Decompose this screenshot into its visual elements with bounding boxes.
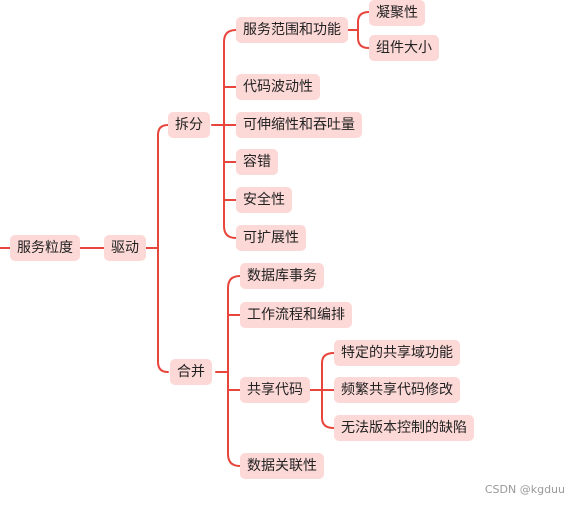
node-service-scope[interactable]: 服务范围和功能 (236, 17, 348, 43)
node-split[interactable]: 拆分 (168, 112, 210, 138)
node-security[interactable]: 安全性 (236, 187, 292, 213)
node-root-service-granularity[interactable]: 服务粒度 (10, 235, 80, 261)
node-extensibility[interactable]: 可扩展性 (236, 225, 306, 251)
node-shared-code[interactable]: 共享代码 (240, 377, 310, 403)
node-database-transactions[interactable]: 数据库事务 (240, 263, 324, 289)
node-scalability-throughput[interactable]: 可伸缩性和吞吐量 (236, 112, 362, 138)
node-frequent-shared-changes[interactable]: 频繁共享代码修改 (334, 377, 460, 403)
node-component-size[interactable]: 组件大小 (369, 35, 439, 61)
watermark: CSDN @kgduu (484, 483, 565, 496)
node-cohesion[interactable]: 凝聚性 (369, 0, 425, 26)
node-workflow-orchestration[interactable]: 工作流程和编排 (240, 302, 352, 328)
node-merge[interactable]: 合并 (170, 359, 212, 385)
node-fault-tolerance[interactable]: 容错 (236, 149, 278, 175)
node-data-relationships[interactable]: 数据关联性 (240, 453, 324, 479)
node-unversionable-defects[interactable]: 无法版本控制的缺陷 (334, 415, 474, 441)
node-specific-shared-domain[interactable]: 特定的共享域功能 (334, 340, 460, 366)
node-code-volatility[interactable]: 代码波动性 (236, 74, 320, 100)
node-drivers[interactable]: 驱动 (104, 235, 146, 261)
